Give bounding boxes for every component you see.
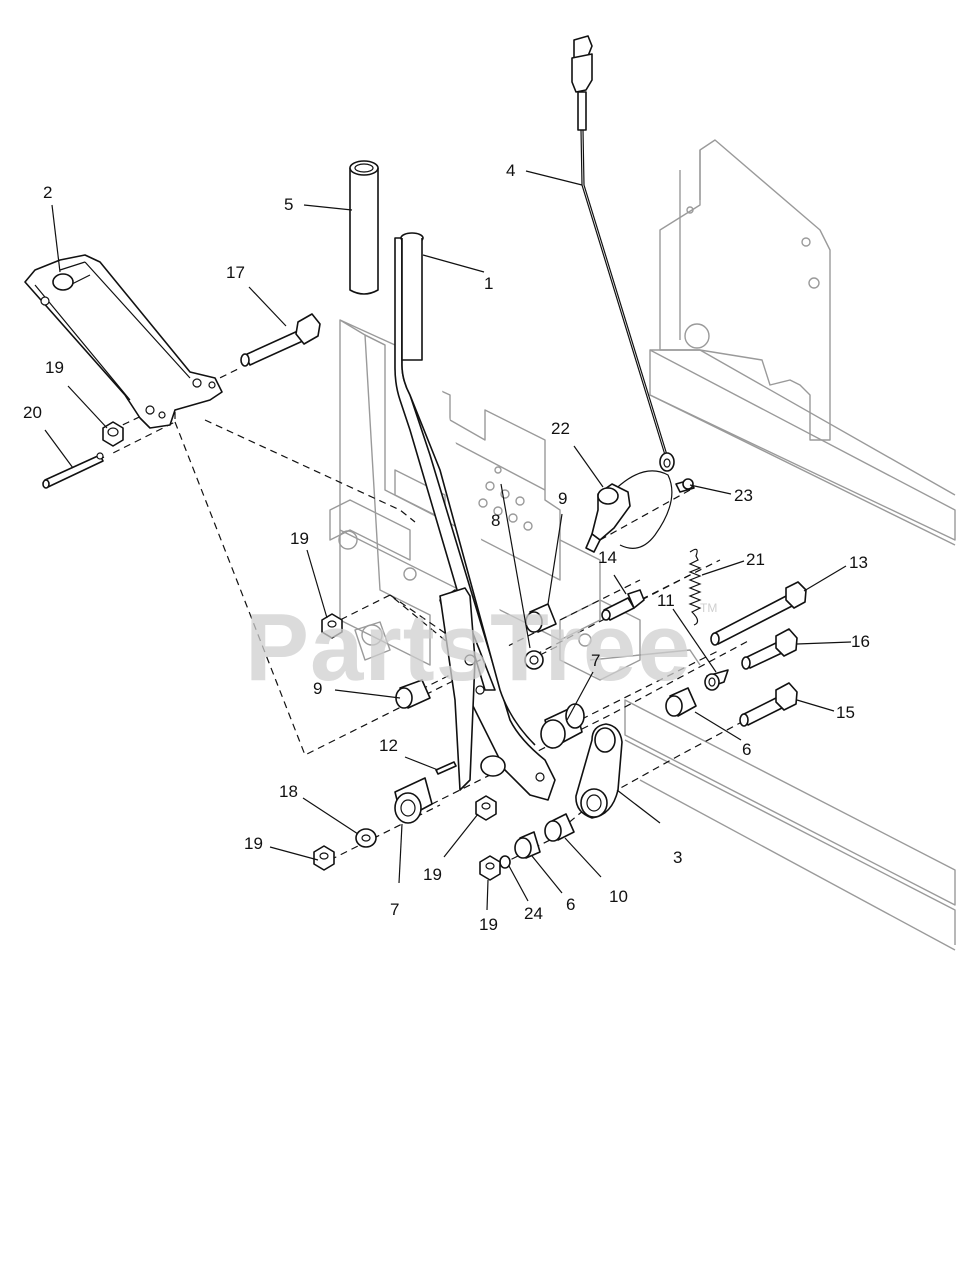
part-5-tube [349, 160, 379, 295]
part-8-washer [524, 650, 544, 670]
part-7-bushing-left [394, 777, 433, 824]
callout-20: 20 [23, 403, 42, 422]
part-10-bushing [544, 813, 575, 842]
part-2-arm-assembly [24, 254, 223, 429]
part-19-nut-mid [475, 795, 497, 821]
part-24-washer [499, 855, 511, 869]
callout-19-left: 19 [244, 834, 263, 853]
callout-4: 4 [506, 161, 515, 180]
part-6-bushing-bottom [514, 831, 541, 859]
part-9-spacer-left [395, 679, 431, 709]
callout-7-right: 7 [591, 651, 600, 670]
callout-6-bottom: 6 [566, 895, 575, 914]
part-13-bolt [710, 581, 807, 646]
part-19-nut-upper [321, 613, 343, 639]
callout-21: 21 [746, 550, 765, 569]
watermark: PartsTree TM [245, 594, 717, 701]
part-3-link [575, 723, 623, 819]
part-21-spring [688, 548, 702, 626]
part-19-nut-left [313, 845, 335, 871]
callout-19-upper: 19 [290, 529, 309, 548]
callout-14: 14 [598, 548, 617, 567]
callout-labels: 1 2 3 4 5 6 6 7 7 8 9 9 10 11 12 13 14 1… [23, 161, 870, 934]
callout-24: 24 [524, 904, 543, 923]
callout-12: 12 [379, 736, 398, 755]
part-15-bolt [739, 682, 798, 727]
part-22-knob [585, 470, 673, 553]
callout-11: 11 [657, 591, 675, 610]
leader-lines [44, 170, 852, 911]
part-19-nut-bottom [479, 855, 501, 881]
callout-17: 17 [226, 263, 245, 282]
callout-5: 5 [284, 195, 293, 214]
callout-19-bottom: 19 [479, 915, 498, 934]
callout-9-left: 9 [313, 679, 322, 698]
part-17-bolt [240, 313, 321, 367]
part-23-clip [675, 478, 695, 493]
part-19-nut-arm [102, 421, 124, 447]
callout-7-left: 7 [390, 900, 399, 919]
watermark-text: PartsTree [245, 594, 692, 701]
callout-3: 3 [673, 848, 682, 867]
part-6-bushing-right [665, 687, 697, 717]
callout-18: 18 [279, 782, 298, 801]
part-12-pin [435, 761, 457, 775]
callout-13: 13 [849, 553, 868, 572]
part-7-bushing-right [540, 703, 585, 749]
part-9-spacer-upper [525, 603, 557, 633]
callout-15: 15 [836, 703, 855, 722]
part-11-bushing [704, 669, 729, 691]
part-1-lever [394, 232, 556, 801]
callout-10: 10 [609, 887, 628, 906]
part-18-washer [355, 828, 377, 848]
part-16-bolt [741, 628, 798, 670]
callout-23: 23 [734, 486, 753, 505]
frame-background [329, 139, 956, 951]
callout-9-upper: 9 [558, 489, 567, 508]
callout-2: 2 [43, 183, 52, 202]
callout-6-right: 6 [742, 740, 751, 759]
part-4-cable [571, 35, 675, 472]
watermark-trademark: TM [700, 601, 717, 615]
callout-19-arm: 19 [45, 358, 64, 377]
callout-1: 1 [484, 274, 493, 293]
callout-16: 16 [851, 632, 870, 651]
callout-19-mid: 19 [423, 865, 442, 884]
part-20-pin [42, 452, 104, 489]
callout-22: 22 [551, 419, 570, 438]
callout-8: 8 [491, 511, 500, 530]
part-14-pin [601, 589, 645, 621]
